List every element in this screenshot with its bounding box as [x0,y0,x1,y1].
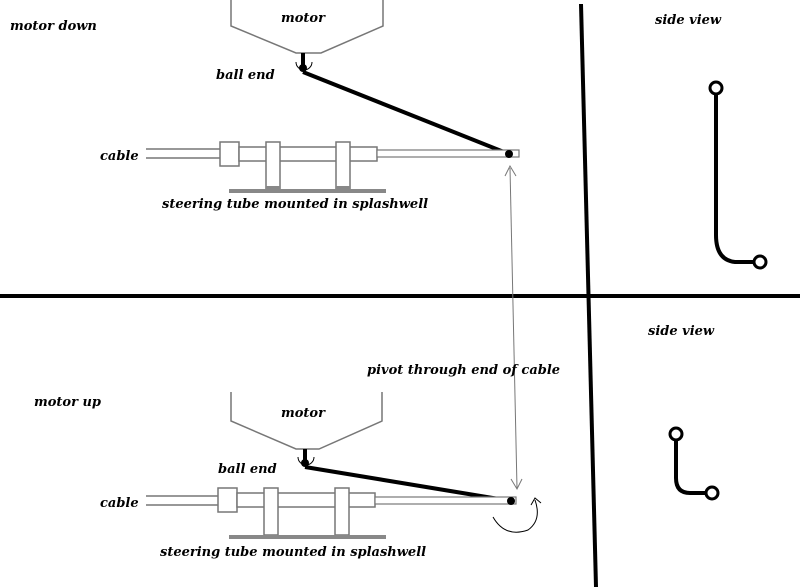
link-rod-bottom [304,465,512,503]
cable-collar-bottom [217,487,238,513]
pivot-point-bottom [507,497,515,505]
cable-rod-bottom [374,496,517,505]
steering-tube-bottom [236,492,376,508]
steering-tube-top [238,146,378,162]
panel-label-side-view-bottom: side view [648,324,715,339]
tube-mount-bottom-1 [263,487,279,536]
panel-label-motor-up: motor up [34,395,101,410]
pivot-travel-line [509,167,518,489]
tube-foot-top-2 [336,186,350,190]
tube-mount-top-2 [335,141,351,190]
ball-end-swivel-top [295,61,313,71]
pivot-label: pivot through end of cable [367,363,560,378]
motor-outline-top [230,0,384,54]
side-view-upper-eye-bottom [668,426,684,442]
pivot-point-top [505,150,513,158]
cable-rod-top [376,149,520,158]
motor-label-bottom: motor [281,406,326,421]
link-rod-top [302,70,510,156]
side-view-lower-eye-top [752,254,768,270]
cable-label-top: cable [100,149,139,164]
side-view-lower-eye-bottom [704,485,720,501]
side-view-link-bottom [674,440,706,495]
vertical-divider [579,3,598,587]
ball-end-label-top: ball end [216,68,275,83]
rotation-arrow [492,499,538,533]
ball-end-swivel-bottom [297,456,315,466]
side-view-upper-eye-top [708,80,724,96]
tube-mount-bottom-2 [334,487,350,536]
cable-label-bottom: cable [100,496,139,511]
motor-outline-bottom [230,392,383,450]
pivot-arrow-head-bottom [510,478,523,491]
ball-end-label-bottom: ball end [218,462,277,477]
rotation-arrow-head [530,497,542,506]
panel-label-side-view-top: side view [655,13,722,28]
tube-label-top: steering tube mounted in splashwell [162,197,428,212]
tube-mount-top-1 [265,141,281,190]
cable-collar-top [219,141,240,167]
motor-label-top: motor [281,11,326,26]
tube-foot-top-1 [266,186,280,190]
side-view-link-top [714,95,753,264]
pivot-arrow-head-top [504,164,517,177]
tube-label-bottom: steering tube mounted in splashwell [160,545,426,560]
ball-end-top [299,64,307,72]
panel-label-motor-down: motor down [10,19,97,34]
